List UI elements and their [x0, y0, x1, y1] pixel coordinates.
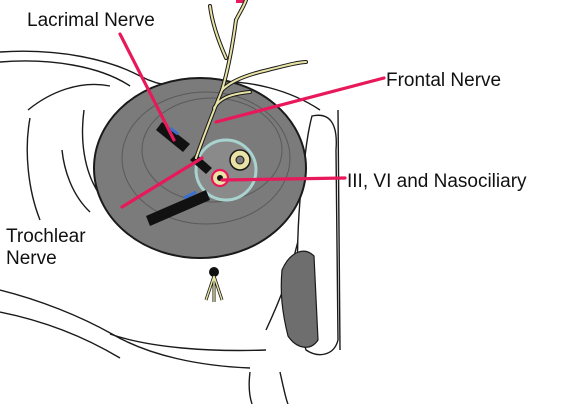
label-lacrimal-nerve: Lacrimal Nerve	[27, 10, 155, 31]
right-bone-shade	[280, 250, 319, 348]
label-trochlear-line1: Trochlear	[6, 226, 86, 247]
leader-lines	[118, 32, 386, 209]
inferior-vessel	[204, 267, 224, 302]
orbit-inner-rim	[121, 91, 291, 225]
top-red-mark	[236, 0, 244, 3]
leader-frontal	[214, 76, 386, 124]
leader-nasociliary	[220, 176, 347, 182]
nerve-branches-fill	[195, 0, 307, 159]
optic-foramen-inner	[235, 155, 245, 165]
leader-lacrimal	[118, 32, 176, 142]
label-nasociliary: III, VI and Nasociliary	[347, 171, 527, 192]
label-trochlear-nerve: Trochlear Nerve	[6, 226, 96, 270]
leader-trochlear	[120, 156, 204, 209]
label-trochlear-line2: Nerve	[6, 248, 57, 269]
label-frontal-nerve: Frontal Nerve	[386, 70, 502, 91]
orbit-inner-rim-2	[141, 97, 283, 203]
